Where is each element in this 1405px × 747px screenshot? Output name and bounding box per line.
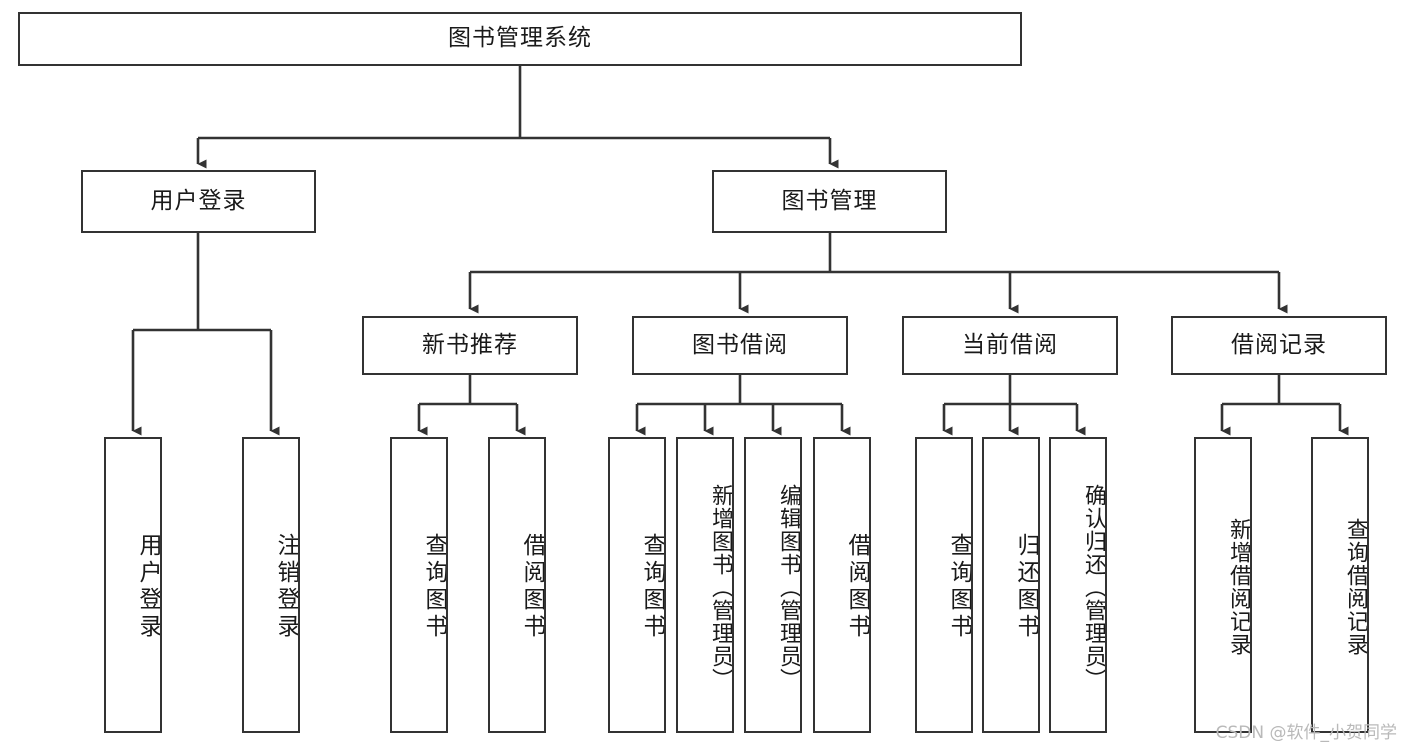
leaf-borrow-book-1-label: 借阅图书 xyxy=(519,533,545,641)
leaf-add-book-admin[interactable]: 新增图书（管理员） xyxy=(676,437,734,733)
node-user-login-label: 用户登录 xyxy=(150,187,247,214)
node-current-borrow-label: 当前借阅 xyxy=(962,331,1058,358)
node-root-label: 图书管理系统 xyxy=(448,25,592,52)
leaf-user-login[interactable]: 用户登录 xyxy=(104,437,162,733)
leaf-logout-login[interactable]: 注销登录 xyxy=(242,437,300,733)
leaf-query-borrow-record[interactable]: 查询借阅记录 xyxy=(1311,437,1369,733)
leaf-add-borrow-record[interactable]: 新增借阅记录 xyxy=(1194,437,1252,733)
node-book-management-label: 图书管理 xyxy=(781,187,878,214)
node-book-borrow-label: 图书借阅 xyxy=(692,331,788,358)
node-user-login[interactable]: 用户登录 xyxy=(81,170,316,233)
node-borrow-record[interactable]: 借阅记录 xyxy=(1171,316,1387,375)
leaf-borrow-book-2[interactable]: 借阅图书 xyxy=(813,437,871,733)
leaf-edit-book-admin[interactable]: 编辑图书（管理员） xyxy=(744,437,802,733)
leaf-logout-login-label: 注销登录 xyxy=(273,533,299,641)
leaf-user-login-label: 用户登录 xyxy=(135,533,161,641)
leaf-confirm-return-admin-label: 确认归还（管理员） xyxy=(1081,483,1106,691)
node-new-book-recommend-label: 新书推荐 xyxy=(422,331,518,358)
leaf-query-book-1-label: 查询图书 xyxy=(421,533,447,641)
csdn-watermark: CSDN @软件_小贺同学 xyxy=(1215,723,1397,743)
leaf-return-book[interactable]: 归还图书 xyxy=(982,437,1040,733)
node-current-borrow[interactable]: 当前借阅 xyxy=(902,316,1118,375)
leaf-query-borrow-record-label: 查询借阅记录 xyxy=(1343,518,1368,656)
leaf-query-book-3-label: 查询图书 xyxy=(946,533,972,641)
node-borrow-record-label: 借阅记录 xyxy=(1231,331,1327,358)
node-new-book-recommend[interactable]: 新书推荐 xyxy=(362,316,578,375)
node-book-management[interactable]: 图书管理 xyxy=(712,170,947,233)
leaf-add-book-admin-label: 新增图书（管理员） xyxy=(708,483,733,691)
leaf-query-book-3[interactable]: 查询图书 xyxy=(915,437,973,733)
leaf-edit-book-admin-label: 编辑图书（管理员） xyxy=(776,483,801,691)
leaf-query-book-2[interactable]: 查询图书 xyxy=(608,437,666,733)
leaf-query-book-1[interactable]: 查询图书 xyxy=(390,437,448,733)
leaf-query-book-2-label: 查询图书 xyxy=(639,533,665,641)
leaf-borrow-book-1[interactable]: 借阅图书 xyxy=(488,437,546,733)
leaf-borrow-book-2-label: 借阅图书 xyxy=(844,533,870,641)
leaf-confirm-return-admin[interactable]: 确认归还（管理员） xyxy=(1049,437,1107,733)
node-root[interactable]: 图书管理系统 xyxy=(18,12,1022,66)
leaf-add-borrow-record-label: 新增借阅记录 xyxy=(1226,518,1251,656)
leaf-return-book-label: 归还图书 xyxy=(1013,533,1039,641)
node-book-borrow[interactable]: 图书借阅 xyxy=(632,316,848,375)
